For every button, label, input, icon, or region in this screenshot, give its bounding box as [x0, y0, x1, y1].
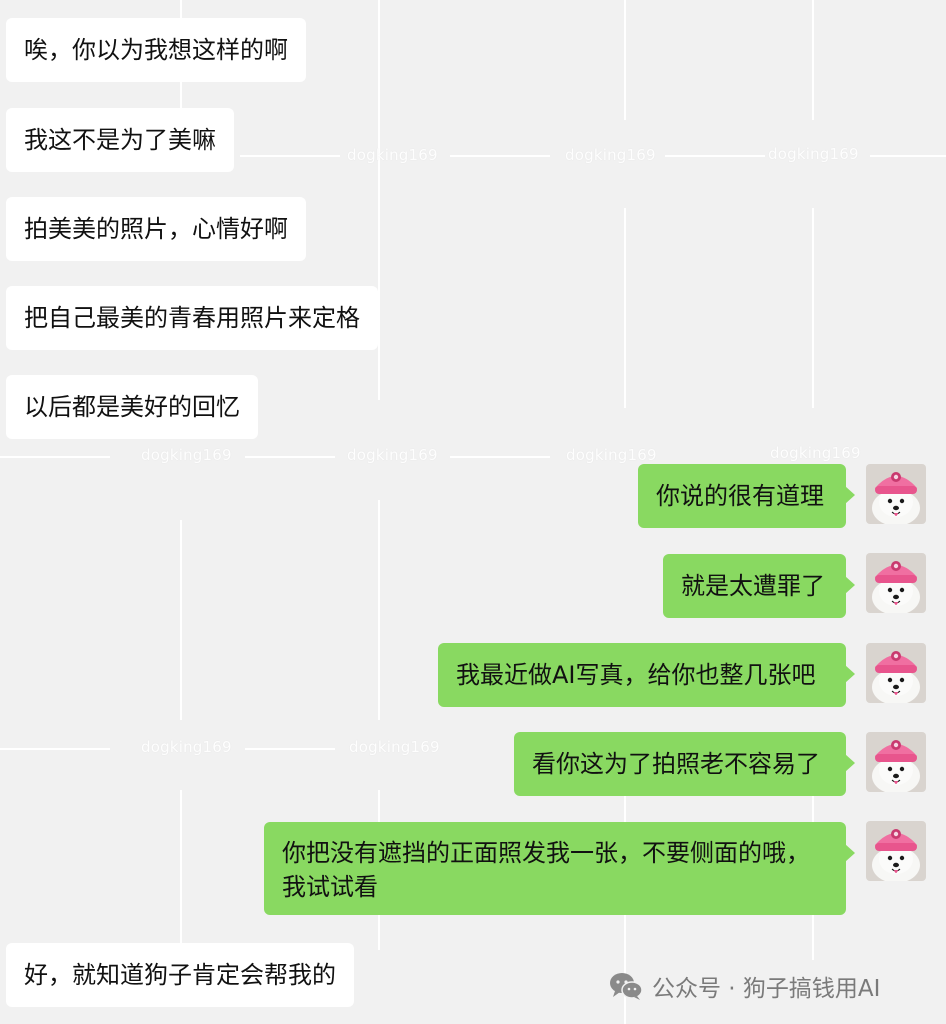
- samoyed-pink-hat-avatar[interactable]: [866, 464, 926, 524]
- message-text: 好，就知道狗子肯定会帮我的: [24, 961, 336, 989]
- watermark-line: [665, 155, 765, 157]
- watermark-text: dogking169: [566, 446, 657, 464]
- watermark-line: [0, 456, 110, 458]
- message-text: 你把没有遮挡的正面照发我一张，不要侧面的哦，我试试看: [282, 839, 810, 901]
- incoming-message[interactable]: 把自己最美的青春用照片来定格: [6, 286, 378, 350]
- watermark-line: [450, 456, 550, 458]
- account-watermark: 公众号 · 狗子搞钱用AI: [608, 966, 880, 1006]
- message-text: 把自己最美的青春用照片来定格: [24, 304, 360, 332]
- watermark-line: [624, 0, 626, 120]
- samoyed-pink-hat-avatar[interactable]: [866, 643, 926, 703]
- watermark-line: [180, 790, 182, 950]
- account-name: 公众号 · 狗子搞钱用AI: [652, 976, 881, 1002]
- watermark-text: dogking169: [141, 738, 232, 756]
- watermark-line: [0, 748, 110, 750]
- watermark-text: dogking169: [349, 738, 440, 756]
- message-text: 拍美美的照片，心情好啊: [24, 215, 288, 243]
- watermark-line: [378, 500, 380, 720]
- watermark-line: [624, 208, 626, 408]
- outgoing-message[interactable]: 我最近做AI写真，给你也整几张吧: [438, 643, 855, 707]
- incoming-message[interactable]: 我这不是为了美嘛: [6, 108, 234, 172]
- watermark-line: [812, 0, 814, 120]
- message-text: 看你这为了拍照老不容易了: [532, 750, 820, 778]
- incoming-message[interactable]: 唉，你以为我想这样的啊: [6, 18, 306, 82]
- samoyed-pink-hat-avatar[interactable]: [866, 821, 926, 881]
- wechat-icon: [610, 973, 643, 1000]
- watermark-text: dogking169: [565, 146, 656, 164]
- samoyed-pink-hat-avatar[interactable]: [866, 732, 926, 792]
- message-text: 你说的很有道理: [656, 482, 824, 510]
- watermark-line: [240, 155, 340, 157]
- watermark-text: dogking169: [770, 444, 861, 462]
- incoming-message[interactable]: 好，就知道狗子肯定会帮我的: [6, 943, 354, 1007]
- watermark-text: dogking169: [347, 146, 438, 164]
- incoming-message[interactable]: 以后都是美好的回忆: [6, 375, 258, 439]
- message-text: 我这不是为了美嘛: [24, 126, 216, 154]
- watermark-text: dogking169: [768, 145, 859, 163]
- outgoing-message[interactable]: 就是太遭罪了: [663, 554, 855, 618]
- watermark-text: dogking169: [347, 446, 438, 464]
- outgoing-message[interactable]: 你说的很有道理: [638, 464, 855, 528]
- watermark-line: [812, 208, 814, 408]
- watermark-line: [450, 155, 550, 157]
- message-text: 唉，你以为我想这样的啊: [24, 36, 288, 64]
- outgoing-message[interactable]: 看你这为了拍照老不容易了: [514, 732, 855, 796]
- watermark-line: [378, 0, 380, 400]
- outgoing-message[interactable]: 你把没有遮挡的正面照发我一张，不要侧面的哦，我试试看: [264, 822, 855, 915]
- message-text: 就是太遭罪了: [681, 572, 825, 600]
- watermark-line: [870, 155, 946, 157]
- message-text: 我最近做AI写真，给你也整几张吧: [456, 661, 816, 689]
- incoming-message[interactable]: 拍美美的照片，心情好啊: [6, 197, 306, 261]
- watermark-line: [245, 456, 335, 458]
- message-text: 以后都是美好的回忆: [24, 393, 240, 421]
- watermark-text: dogking169: [141, 446, 232, 464]
- watermark-line: [245, 748, 335, 750]
- samoyed-pink-hat-avatar[interactable]: [866, 553, 926, 613]
- watermark-line: [180, 520, 182, 720]
